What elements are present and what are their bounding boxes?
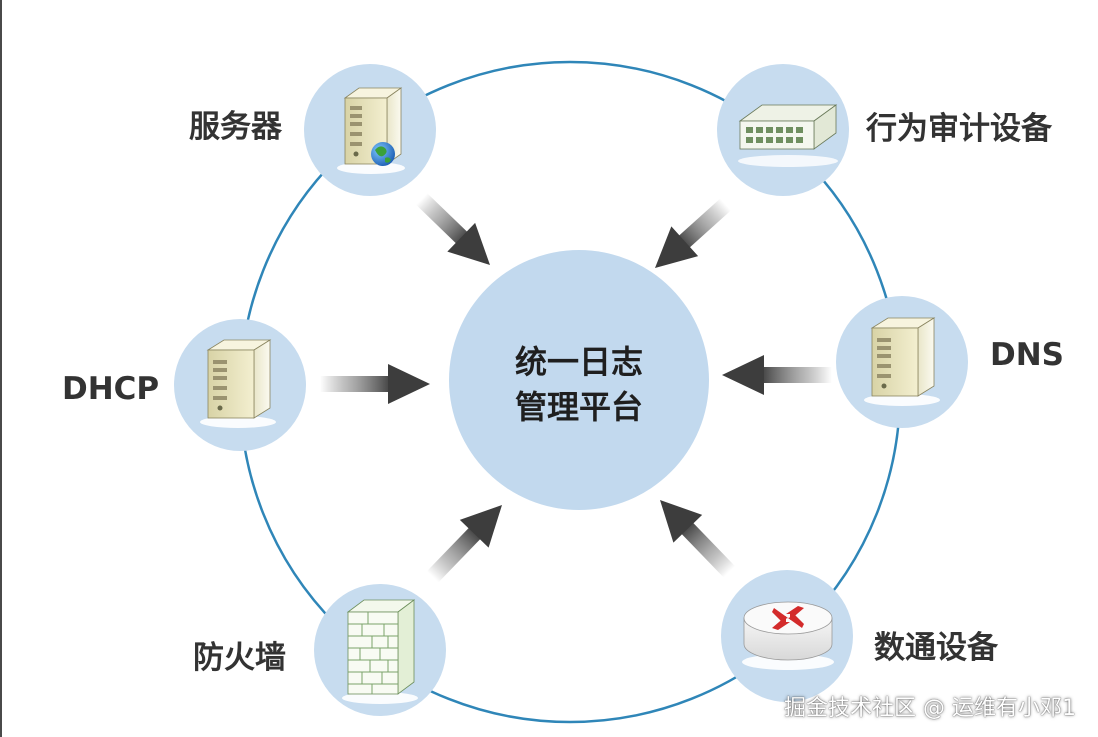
arrow-from-dhcp <box>320 364 430 404</box>
arrow-from-network <box>660 500 736 578</box>
arrow-from-server <box>416 193 490 265</box>
firewall-icon <box>342 599 418 704</box>
left-edge-line <box>0 0 2 737</box>
arrow-from-audit <box>655 198 731 268</box>
server-globe-icon <box>337 87 405 174</box>
label-server: 服务器 <box>189 109 282 145</box>
router-icon <box>742 601 834 670</box>
server-icon <box>864 317 940 406</box>
arrow-from-firewall <box>426 505 502 583</box>
label-firewall: 防火墙 <box>193 640 286 676</box>
label-dns: DNS <box>990 337 1065 373</box>
label-network: 数通设备 <box>874 630 998 666</box>
center-circle <box>449 250 709 510</box>
arrow-from-dns <box>722 355 832 395</box>
center-title-line2: 管理平台 <box>514 388 643 426</box>
label-audit: 行为审计设备 <box>866 111 1052 147</box>
center-title-line1: 统一日志 <box>514 343 643 381</box>
server-icon <box>200 339 276 428</box>
network-appliance-icon <box>738 104 838 167</box>
label-dhcp: DHCP <box>62 371 160 407</box>
center-title: 统一日志 管理平台 <box>449 340 709 430</box>
watermark: 掘金技术社区 @ 运维有小邓1 <box>784 696 1076 721</box>
